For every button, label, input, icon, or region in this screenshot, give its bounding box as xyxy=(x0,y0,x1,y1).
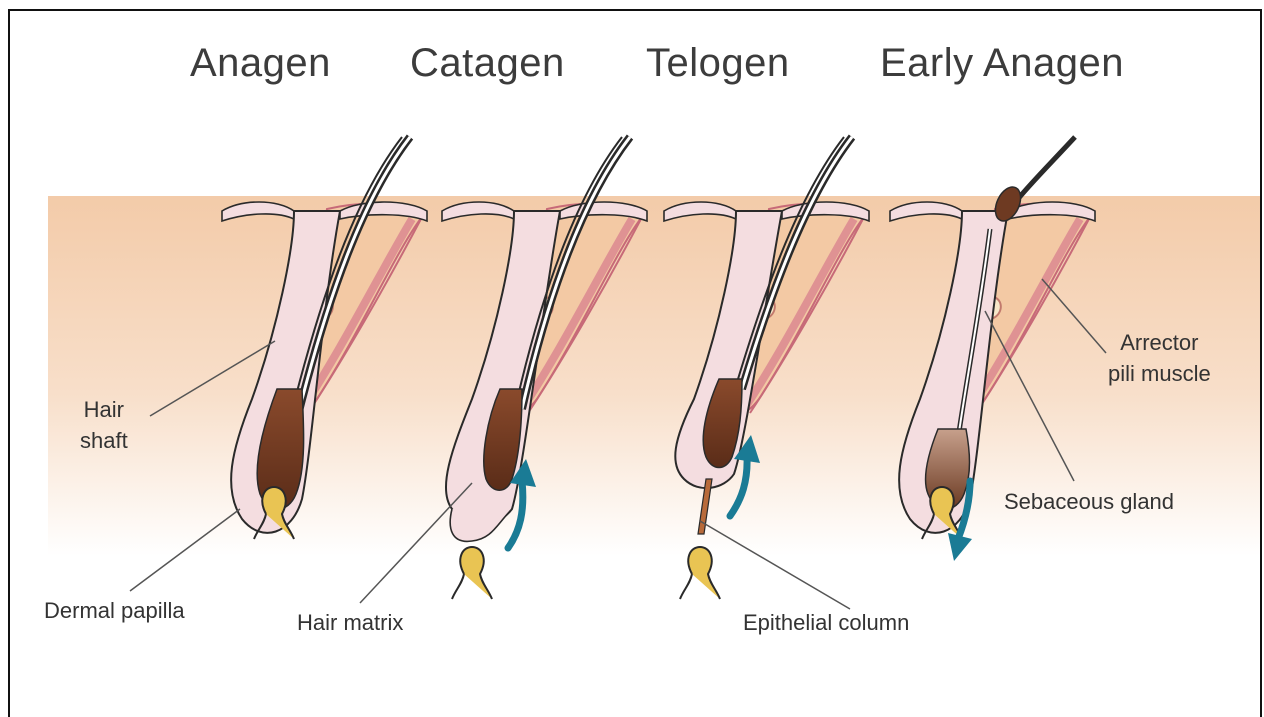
label-hair-shaft-line1: Hair xyxy=(80,394,128,425)
label-arrector-line1: Arrector xyxy=(1108,327,1211,358)
label-epithelial-column: Epithelial column xyxy=(743,607,909,638)
stage-title-anagen: Anagen xyxy=(190,41,331,86)
stage-title-early-anagen: Early Anagen xyxy=(880,41,1124,86)
label-arrector-pili-muscle: Arrector pili muscle xyxy=(1108,327,1211,389)
label-hair-shaft-line2: shaft xyxy=(80,425,128,456)
stage-title-telogen: Telogen xyxy=(646,41,790,86)
label-hair-matrix: Hair matrix xyxy=(297,607,403,638)
label-sebaceous-gland: Sebaceous gland xyxy=(1004,486,1174,517)
label-dermal-papilla: Dermal papilla xyxy=(44,595,185,626)
label-arrector-line2: pili muscle xyxy=(1108,358,1211,389)
stage-title-catagen: Catagen xyxy=(410,41,565,86)
hair-growth-cycle-diagram xyxy=(10,11,1262,717)
diagram-frame: Anagen Catagen Telogen Early Anagen Hair… xyxy=(8,9,1262,717)
label-hair-shaft: Hair shaft xyxy=(80,394,128,456)
